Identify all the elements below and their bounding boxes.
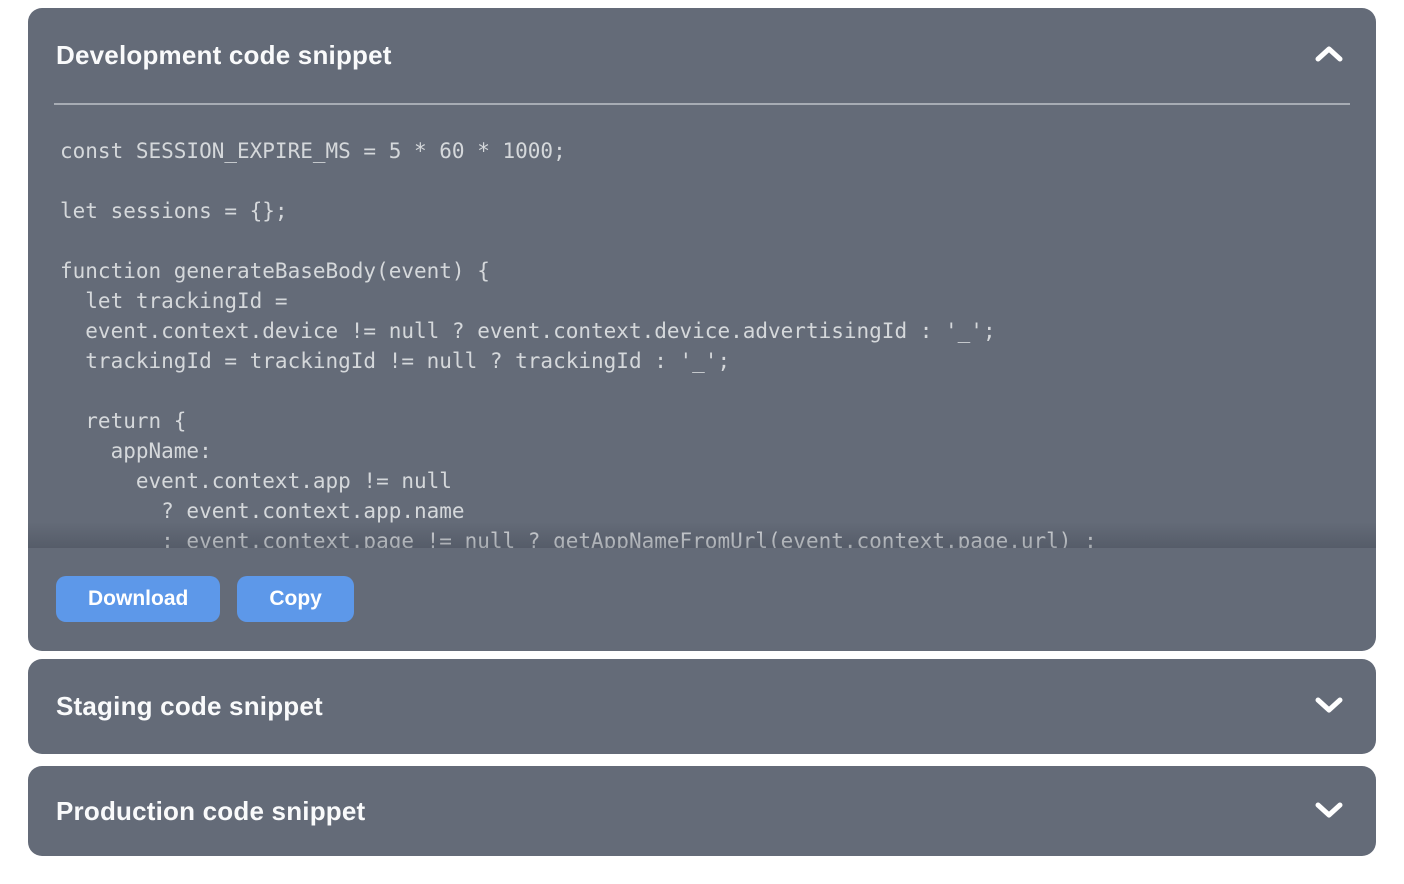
- download-button[interactable]: Download: [56, 576, 221, 622]
- panel-development: Development code snippet const SESSION_E…: [28, 8, 1376, 651]
- snippet-actions: Download Copy: [28, 548, 1376, 651]
- panel-title: Production code snippet: [56, 795, 366, 826]
- copy-button[interactable]: Copy: [237, 576, 354, 622]
- collapse-toggle-button[interactable]: [1310, 41, 1348, 70]
- panel-title: Staging code snippet: [56, 691, 323, 721]
- chevron-up-icon: [1314, 45, 1344, 66]
- code-scroll-area[interactable]: const SESSION_EXPIRE_MS = 5 * 60 * 1000;…: [28, 105, 1376, 548]
- expand-toggle-button[interactable]: [1310, 797, 1348, 826]
- accordion-header-staging[interactable]: Staging code snippet: [28, 659, 1376, 754]
- chevron-down-icon: [1314, 801, 1344, 822]
- snippet-accordion: Development code snippet const SESSION_E…: [28, 8, 1376, 856]
- code-block: const SESSION_EXPIRE_MS = 5 * 60 * 1000;…: [60, 139, 1097, 548]
- panel-title: Development code snippet: [56, 40, 392, 70]
- accordion-header-production[interactable]: Production code snippet: [28, 766, 1376, 856]
- header-divider: [54, 103, 1350, 105]
- panel-production: Production code snippet: [28, 766, 1376, 856]
- expand-toggle-button[interactable]: [1310, 692, 1348, 721]
- chevron-down-icon: [1314, 696, 1344, 717]
- accordion-header-development[interactable]: Development code snippet: [28, 8, 1376, 103]
- panel-staging: Staging code snippet: [28, 659, 1376, 754]
